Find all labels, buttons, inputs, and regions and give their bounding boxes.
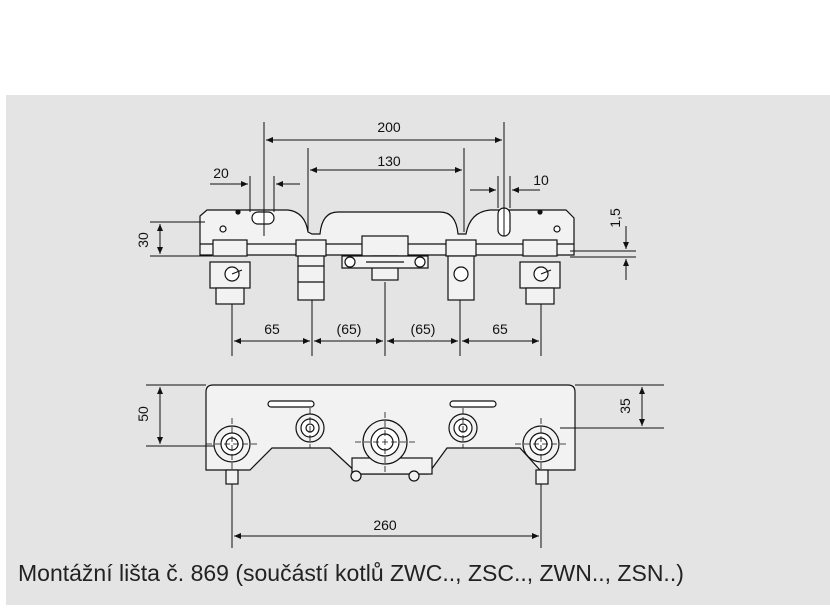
left-valve xyxy=(209,239,251,305)
left-fitting xyxy=(295,239,327,301)
top-dimensions xyxy=(150,122,636,356)
center-connector xyxy=(341,235,429,281)
dim-1-5: 1,5 xyxy=(607,208,623,228)
dim-65-right: 65 xyxy=(492,321,508,337)
dim-20: 20 xyxy=(213,165,229,181)
dim-200: 200 xyxy=(377,119,401,135)
dim-10: 10 xyxy=(533,172,549,188)
slot-left xyxy=(251,211,275,225)
dim-30: 30 xyxy=(135,232,151,248)
dimension-labels: 200 130 20 10 1,5 30 65 (65) (65) 65 50 … xyxy=(135,119,633,533)
caption: Montážní lišta č. 869 (součástí kotlů ZW… xyxy=(18,560,684,586)
top-view xyxy=(199,207,575,305)
dim-260: 260 xyxy=(373,517,397,533)
right-valve xyxy=(519,239,561,305)
dim-35: 35 xyxy=(617,398,633,414)
dim-50: 50 xyxy=(135,406,151,422)
plan-connector-1 xyxy=(213,425,251,463)
bottom-dimensions xyxy=(146,384,664,548)
drawing-panel xyxy=(6,95,830,605)
dim-65-paren-left: (65) xyxy=(337,321,362,337)
right-fitting xyxy=(445,239,477,301)
bottom-view xyxy=(205,384,576,485)
dim-130: 130 xyxy=(377,153,401,169)
dim-65-paren-right: (65) xyxy=(411,321,436,337)
dim-65-left: 65 xyxy=(264,321,280,337)
